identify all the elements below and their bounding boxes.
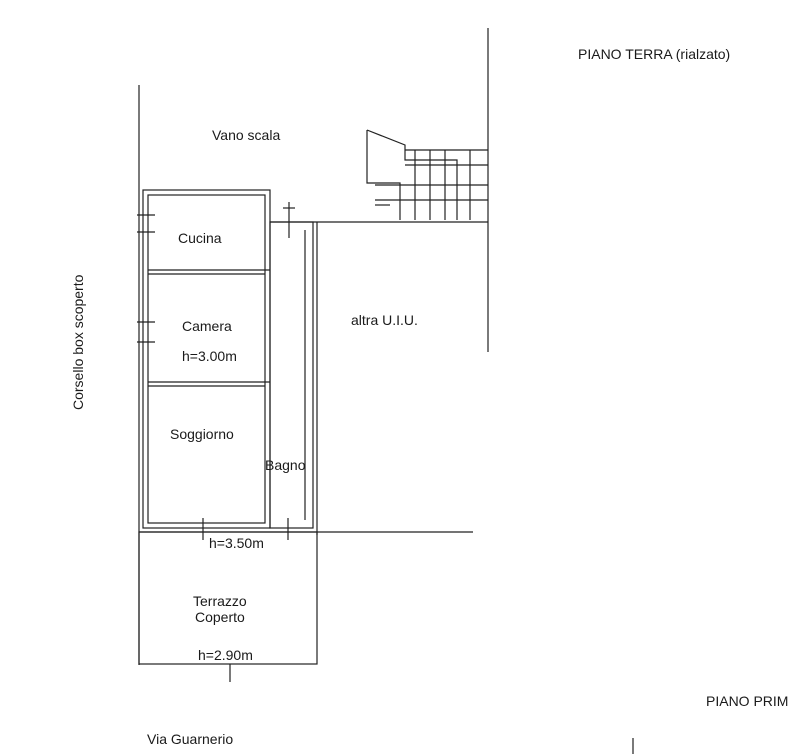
- stairwell-label: Vano scala: [212, 127, 281, 143]
- living-height-label: h=3.50m: [209, 535, 264, 551]
- other-floor-title: PIANO PRIM: [706, 693, 789, 709]
- kitchen-label: Cucina: [178, 230, 222, 246]
- other-unit-label: altra U.I.U.: [351, 312, 418, 328]
- side-access-label: Corsello box scoperto: [70, 274, 86, 410]
- staircase: [366, 129, 488, 220]
- living-label: Soggiorno: [170, 426, 234, 442]
- floor-title: PIANO TERRA (rialzato): [578, 46, 731, 62]
- terrace-height-label: h=2.90m: [198, 647, 253, 663]
- street-label: Via Guarnerio: [147, 731, 234, 747]
- bedroom-label: Camera: [182, 318, 232, 334]
- terrace-label-2: Coperto: [195, 609, 245, 625]
- terrace-outline: [138, 531, 318, 665]
- terrace-label-1: Terrazzo: [193, 593, 247, 609]
- bathroom-label: Bagno: [265, 457, 306, 473]
- bedroom-height-label: h=3.00m: [182, 348, 237, 364]
- bathroom-wall: [269, 221, 314, 529]
